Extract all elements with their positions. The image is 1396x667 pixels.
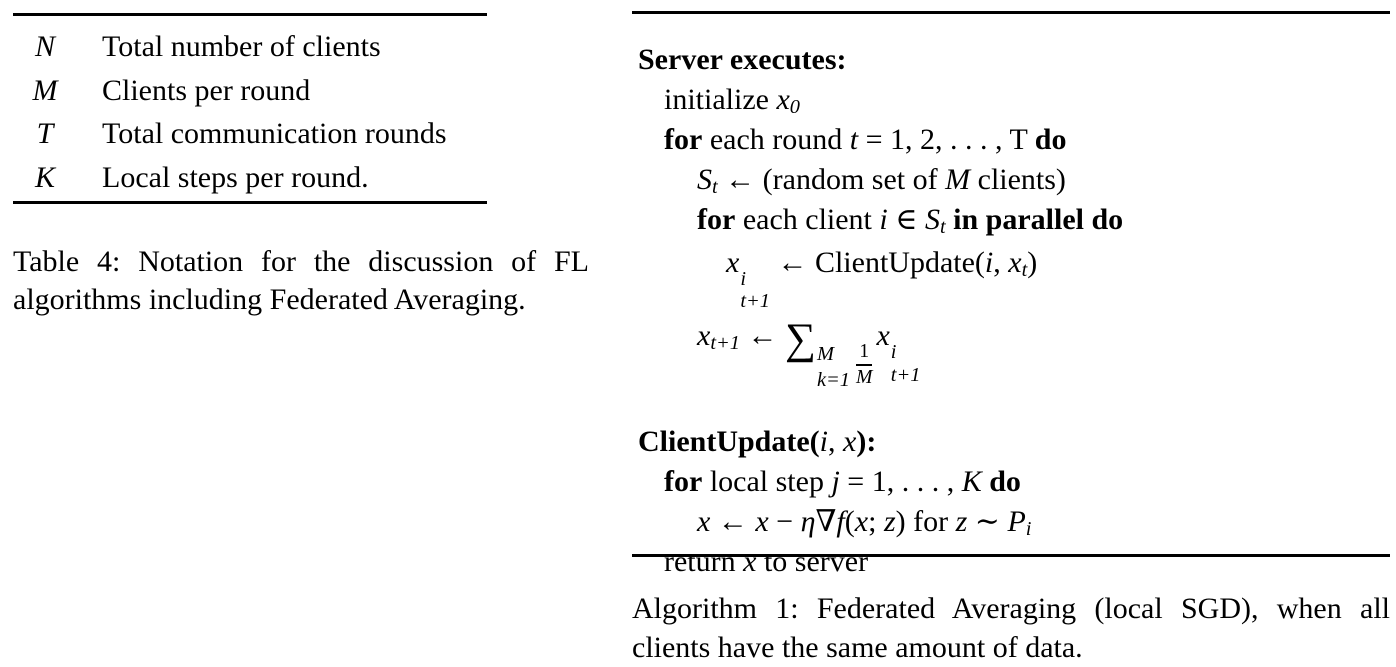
table-top-rule <box>13 13 487 16</box>
symbol-cell: N <box>34 30 55 63</box>
algorithm-line: x ← x − η∇f(x; z) for z ∼ Pi <box>697 504 1032 540</box>
description-cell: Local steps per round. <box>102 160 369 194</box>
symbol-cell: T <box>36 117 54 150</box>
algorithm-line: return x to server <box>664 544 869 578</box>
algorithm-caption-line-2: clients have the same amount of data. <box>632 631 1083 664</box>
table-bottom-rule <box>13 201 487 204</box>
algorithm-box: Server executes: initialize x0 for each ro… <box>632 14 1396 582</box>
algorithm-bottom-rule <box>632 554 1390 557</box>
description-cell: Clients per round <box>102 73 311 107</box>
notation-table-row: M Clients per round <box>13 69 487 113</box>
symbol-cell: K <box>34 160 55 194</box>
algorithm-line: for each client i ∈ St in parallel do <box>697 203 1124 239</box>
algorithm-caption: Algorithm 1: Federated Averaging (local … <box>632 589 1390 667</box>
notation-table-row: N Total number of clients <box>13 25 487 69</box>
algorithm-line: for local step j = 1, . . . , K do <box>664 464 1021 498</box>
description-cell: Total number of clients <box>102 30 381 63</box>
notation-table-row: K Local steps per round. <box>13 156 487 200</box>
table-caption: Table 4: Notation for the discussion of … <box>13 243 589 319</box>
description-cell: Total communication rounds <box>102 117 447 150</box>
algorithm-line <box>638 391 1396 422</box>
algorithm-line: St ← (random set of M clients) <box>697 163 1066 199</box>
symbol-cell: M <box>32 73 58 107</box>
table-caption-line-2: algorithms including Federated Averaging… <box>13 283 526 316</box>
notation-table-row: T Total communication rounds <box>13 112 487 156</box>
algorithm-caption-line-1: Algorithm 1: Federated Averaging (local … <box>632 592 1390 625</box>
algorithm-line: for each round t = 1, 2, . . . , T do <box>664 123 1067 156</box>
algorithm-line: ClientUpdate(i, x): <box>638 424 877 458</box>
algorithm-line: initialize x0 <box>664 83 800 119</box>
algorithm-top-rule <box>632 11 1390 14</box>
table-caption-line-1: Table 4: Notation for the discussion of … <box>13 245 589 278</box>
algorithm-line: Server executes: <box>638 43 847 76</box>
